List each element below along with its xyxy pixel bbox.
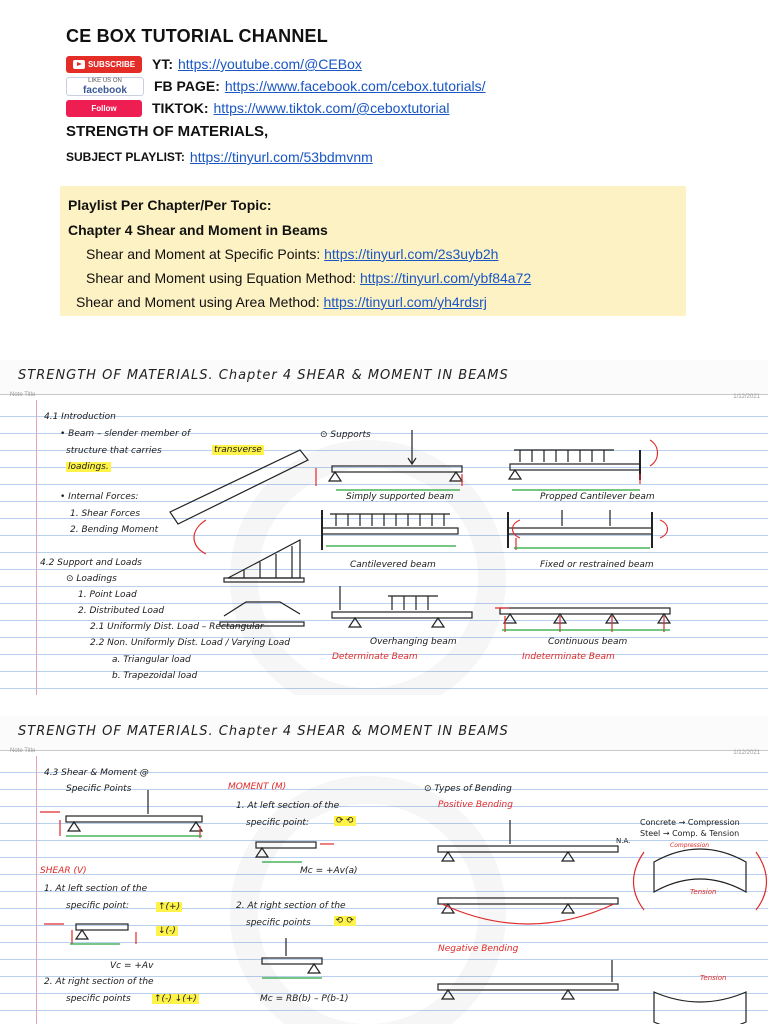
subject-playlist-row: SUBJECT PLAYLIST: https://tinyurl.com/53…	[66, 145, 706, 169]
note-highlight: transverse	[212, 445, 264, 455]
facebook-label: FB PAGE:	[154, 78, 220, 94]
sign-down-highlight: ↓(-)	[156, 926, 178, 936]
note-heading-red: Negative Bending	[438, 944, 519, 954]
note-heading-red: MOMENT (M)	[228, 782, 287, 792]
playlist-link[interactable]: https://tinyurl.com/53bdmvnm	[189, 149, 373, 165]
beam-label: Fixed or restrained beam	[540, 560, 654, 570]
panel-item-link[interactable]: https://tinyurl.com/2s3uyb2h	[324, 246, 499, 262]
note-equation: Mc = RB(b) – P(b-1)	[260, 994, 349, 1004]
note-heading-red: SHEAR (V)	[40, 866, 87, 876]
note-text: 4.2 Support and Loads	[40, 558, 142, 568]
note-text: specific point:	[246, 818, 309, 828]
note-text: 2. At right section of the	[236, 901, 346, 911]
note-margin-line	[36, 756, 37, 1024]
note-text: specific points	[246, 918, 311, 928]
youtube-subscribe-button[interactable]: SUBSCRIBE	[66, 55, 142, 73]
sign-highlight: ↑(-) ↓(+)	[152, 994, 199, 1004]
beam-label: Cantilevered beam	[350, 560, 436, 570]
channel-header: CE BOX TUTORIAL CHANNEL SUBSCRIBE YT: ht…	[66, 26, 706, 169]
note-text: 1. Point Load	[78, 590, 137, 600]
note-text: 1. At left section of the	[44, 884, 148, 894]
note-text: 1. Shear Forces	[70, 509, 141, 519]
panel-item: Shear and Moment using Equation Method: …	[86, 270, 532, 286]
note-text: Compression	[670, 842, 710, 849]
beam-label: Continuous beam	[548, 637, 628, 647]
beam-sketches	[169, 430, 672, 632]
panel-item: Shear and Moment at Specific Points: htt…	[86, 246, 499, 262]
beam-label: Propped Cantilever beam	[540, 492, 655, 502]
note-text: N.A.	[616, 837, 631, 845]
note-lined-body: 4.3 Shear & Moment @ Specific Points MOM…	[0, 756, 768, 1024]
note-subtitle: Note Title	[10, 748, 36, 754]
note-text: b. Trapezoidal load	[112, 671, 198, 681]
note-text: Tension	[690, 888, 717, 896]
playlist-label: SUBJECT PLAYLIST:	[66, 150, 185, 164]
sign-up-highlight: ↑(+)	[156, 902, 183, 912]
note-lined-body: 4.1 Introduction • Beam – slender member…	[0, 400, 768, 695]
youtube-row: SUBSCRIBE YT: https://youtube.com/@CEBox	[66, 53, 706, 75]
beam-sketches	[40, 790, 767, 1024]
panel-item: Shear and Moment using Area Method: http…	[76, 294, 487, 310]
note-heading-red: Positive Bending	[438, 800, 513, 810]
note-text: 2. Distributed Load	[78, 606, 165, 616]
note-text: ⊙ Supports	[320, 430, 371, 440]
note-header: STRENGTH OF MATERIALS. Chapter 4 SHEAR &…	[0, 716, 768, 751]
note-text: • Internal Forces:	[60, 492, 139, 502]
beam-category-label: Indeterminate Beam	[522, 652, 615, 662]
note-text: ⊙ Types of Bending	[424, 784, 512, 794]
tiktok-row: Follow TIKTOK: https://www.tiktok.com/@c…	[66, 97, 706, 119]
beam-label: Simply supported beam	[346, 492, 454, 502]
panel-chapter: Chapter 4 Shear and Moment in Beams	[68, 222, 328, 238]
note-text: 2.1 Uniformly Dist. Load – Rectangular	[90, 622, 264, 632]
sign-convention-highlight: ⟲ ⟳	[334, 916, 356, 926]
tiktok-follow-button[interactable]: Follow	[66, 99, 142, 117]
note-text: a. Triangular load	[112, 655, 191, 665]
note-equation: Mc = +Av(a)	[300, 866, 358, 876]
youtube-link[interactable]: https://youtube.com/@CEBox	[178, 56, 362, 72]
note-text: 2.2 Non. Uniformly Dist. Load / Varying …	[90, 638, 290, 648]
note-margin-line	[36, 400, 37, 695]
note-date: 1/12/2021	[733, 394, 760, 400]
note-title: STRENGTH OF MATERIALS. Chapter 4 SHEAR &…	[18, 368, 509, 383]
tiktok-link[interactable]: https://www.tiktok.com/@ceboxtutorial	[213, 100, 450, 116]
note-text: specific points	[66, 994, 131, 1004]
note-text: ⊙ Loadings	[66, 574, 117, 584]
note-text: Tension	[700, 974, 727, 982]
note-text: 2. At right section of the	[44, 977, 154, 987]
note-date: 1/12/2021	[733, 750, 760, 756]
note-text: Specific Points	[66, 784, 132, 794]
note-text: 1. At left section of the	[236, 801, 340, 811]
tiktok-label: TIKTOK:	[152, 100, 209, 116]
note-text: 4.1 Introduction	[44, 412, 116, 422]
note-equation: Vc = +Av	[110, 961, 154, 971]
note-subtitle: Note Title	[10, 392, 36, 398]
note-text: specific point:	[66, 901, 129, 911]
note-header: STRENGTH OF MATERIALS. Chapter 4 SHEAR &…	[0, 360, 768, 395]
youtube-play-icon	[72, 59, 85, 69]
panel-title: Playlist Per Chapter/Per Topic:	[68, 197, 272, 213]
note-page-1: STRENGTH OF MATERIALS. Chapter 4 SHEAR &…	[0, 360, 768, 695]
youtube-label: YT:	[152, 56, 173, 72]
playlist-panel: Playlist Per Chapter/Per Topic: Chapter …	[60, 186, 686, 316]
facebook-link[interactable]: https://www.facebook.com/cebox.tutorials…	[224, 78, 486, 94]
note-title: STRENGTH OF MATERIALS. Chapter 4 SHEAR &…	[18, 724, 509, 739]
note-text: Steel → Comp. & Tension	[640, 829, 740, 838]
note-text: • Beam – slender member of	[60, 429, 191, 439]
panel-item-link[interactable]: https://tinyurl.com/yh4rdsrj	[323, 294, 487, 310]
note-text: 4.3 Shear & Moment @	[44, 768, 149, 778]
note-text: Concrete → Compression	[640, 818, 740, 827]
beam-category-label: Determinate Beam	[332, 652, 418, 662]
note-highlight: loadings.	[66, 462, 111, 472]
note-text: structure that carries	[66, 446, 162, 456]
subject-title: STRENGTH OF MATERIALS,	[66, 123, 269, 140]
panel-item-link[interactable]: https://tinyurl.com/ybf84a72	[359, 270, 532, 286]
note-text: 2. Bending Moment	[70, 525, 159, 535]
note-page-2: STRENGTH OF MATERIALS. Chapter 4 SHEAR &…	[0, 716, 768, 1024]
channel-title: CE BOX TUTORIAL CHANNEL	[66, 26, 328, 46]
beam-label: Overhanging beam	[370, 637, 457, 647]
sign-convention-highlight: ⟳ ⟲	[334, 816, 356, 826]
